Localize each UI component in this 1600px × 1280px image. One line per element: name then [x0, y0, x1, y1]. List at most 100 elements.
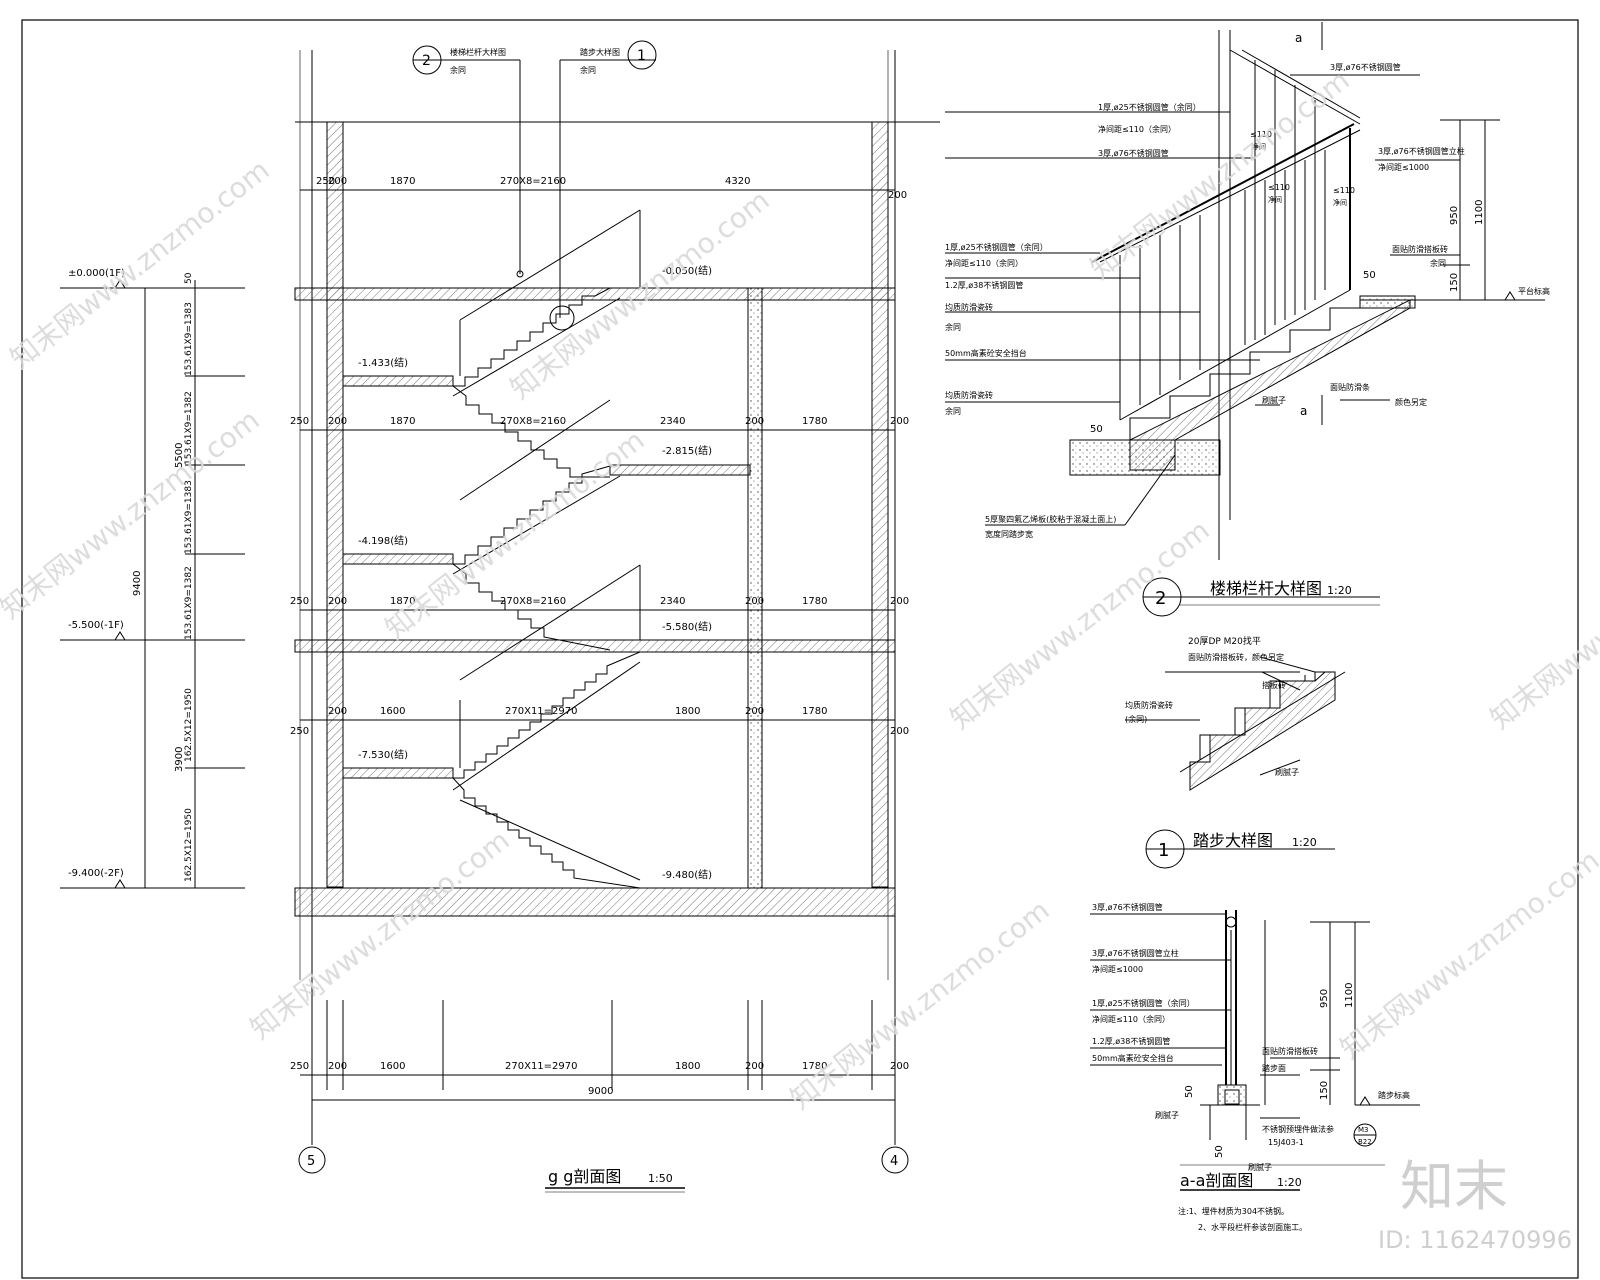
railing-label: 3厚,ø76不锈钢圆管: [1330, 62, 1401, 72]
tread-label: 20厚DP M20找平: [1188, 635, 1261, 647]
callout-2-num: 2: [422, 53, 431, 69]
tread-label: 均质防滑瓷砖: [1125, 700, 1173, 710]
railing-detail-title: 楼梯栏杆大样图: [1210, 579, 1322, 598]
dim-text: 4320: [725, 176, 750, 187]
vertical-dim: 9400: [132, 571, 143, 596]
clear-spacing: 净间: [1252, 142, 1266, 151]
railing-detail-scale: 1:20: [1327, 584, 1352, 597]
dim-text: 50: [1090, 424, 1103, 435]
landing-level: -4.198(结): [358, 534, 408, 547]
level-label: ±0.000(1F): [68, 268, 125, 279]
railing-detail-num: 2: [1155, 588, 1166, 609]
landing-level: -7.530(结): [358, 748, 408, 761]
tread-detail: [1125, 656, 1346, 869]
aa-section-scale: 1:20: [1277, 1176, 1302, 1189]
landing-level: -5.580(结): [662, 620, 712, 633]
railing-label: 1.2厚,ø38不锈钢圆管: [945, 280, 1023, 290]
dim-text: 250: [290, 1061, 309, 1072]
dim-text: 200: [745, 1061, 764, 1072]
watermark-text: 知末网www.znzmo.com: [244, 823, 516, 1045]
dim-text: 2340: [660, 416, 685, 427]
dim-text: 1780: [802, 596, 827, 607]
tread-label: 刷腻子: [1275, 768, 1299, 777]
dim-text: 1870: [390, 596, 415, 607]
tread-label: 搭板砖: [1262, 680, 1286, 690]
clear-spacing: 净间: [1268, 195, 1282, 204]
railing-label: 净间距≤1000: [1378, 162, 1429, 172]
aa-label: 踏步标高: [1378, 1090, 1410, 1100]
railing-label: 1厚,ø25不锈钢圆管（余同）: [1098, 102, 1201, 112]
railing-label: 净间距≤110（余同）: [1098, 124, 1176, 134]
riser-dim: 153.61X9=1382: [184, 566, 194, 640]
watermark-layer: 知末网www.znzmo.com 知末网www.znzmo.com 知末网www…: [0, 63, 1600, 1115]
riser-dim: 162.5X12=1950: [184, 808, 194, 882]
dim-text: 200: [745, 416, 764, 427]
dim-text: 200: [745, 706, 764, 717]
main-section-text: 250 200 1870 270X8=2160 4320 200 250 200…: [68, 40, 909, 1186]
dim-text: 2340: [660, 596, 685, 607]
dim-text: 1780: [802, 416, 827, 427]
aa-label: 面贴防滑搭板砖: [1262, 1046, 1318, 1056]
dim-text: 1100: [1344, 983, 1355, 1008]
aa-label: 踏步面: [1262, 1063, 1286, 1073]
dim-text: 200: [888, 190, 907, 201]
brand-logo: 知末: [1400, 1155, 1508, 1218]
railing-detail-text: a a 3厚,ø76不锈钢圆管 1厚,ø25不锈钢圆管（余同） 净间距≤110（…: [945, 31, 1550, 609]
landing-level: -2.815(结): [662, 444, 712, 457]
dim-text: 200: [890, 416, 909, 427]
railing-label: 面贴防滑条: [1330, 382, 1370, 392]
dim-text: 200: [328, 1061, 347, 1072]
dim-text: 950: [1449, 206, 1460, 225]
dim-text: 1100: [1474, 200, 1485, 225]
ref-code: M3: [1358, 1126, 1369, 1134]
sheet-border: [21, 19, 1579, 1279]
landing-level: -1.433(结): [358, 356, 408, 369]
watermark-text: 知末网www.znzmo.com: [944, 513, 1216, 735]
dim-text: 270X11=2970: [505, 706, 578, 717]
railing-label: 余同: [1430, 258, 1446, 268]
dim-text: 270X11=2970: [505, 1061, 578, 1072]
dim-text: 250: [290, 416, 309, 427]
dim-text: 150: [1449, 273, 1460, 292]
clear-spacing: 净间: [1333, 198, 1347, 207]
landing-level: -0.050(结): [662, 264, 712, 277]
axis-label: 4: [890, 1154, 898, 1169]
riser-dim: 153.61X9=1383: [184, 480, 194, 554]
dim-text: 200: [890, 1061, 909, 1072]
image-id: ID: 1162470996: [1378, 1226, 1572, 1254]
railing-label: 50mm高素砼安全挡台: [945, 348, 1027, 358]
dim-text: 50: [1184, 1085, 1195, 1098]
watermark-text: 知末网www.znzmo.com: [379, 423, 651, 645]
vertical-dim: 3900: [174, 747, 185, 772]
callout-1-sub: 余同: [580, 65, 596, 75]
aa-label: 净间距≤1000: [1092, 964, 1143, 974]
dim-text: 200: [328, 706, 347, 717]
dim-text: 50: [1214, 1145, 1225, 1158]
dim-text: 200: [890, 596, 909, 607]
axis-label: 5: [307, 1154, 315, 1169]
dim-text: 270X8=2160: [500, 176, 566, 187]
aa-label: 1.2厚,ø38不锈钢圆管: [1092, 1036, 1170, 1046]
level-label: -9.400(-2F): [68, 868, 124, 879]
dim-text: 270X8=2160: [500, 596, 566, 607]
dim-text: 1870: [390, 176, 415, 187]
dim-text: 1800: [675, 706, 700, 717]
dim-text: 250: [290, 596, 309, 607]
total-width: 9000: [588, 1086, 613, 1097]
aa-label: 15J403-1: [1268, 1138, 1304, 1147]
tread-detail-title: 踏步大样图: [1193, 831, 1273, 850]
main-section-title: g g剖面图: [548, 1167, 621, 1186]
aa-label: 刷腻子: [1155, 1111, 1179, 1120]
railing-label: 净间距≤110（余同）: [945, 258, 1023, 268]
dim-text: 1800: [675, 1061, 700, 1072]
dim-text: 200: [328, 416, 347, 427]
watermark-text: 知末网www.znzmo.com: [1334, 843, 1600, 1065]
tread-detail-text: 20厚DP M20找平 面贴防滑搭板砖，颜色另定 搭板砖 均质防滑瓷砖 (余同)…: [1125, 635, 1317, 861]
dim-text: 150: [1319, 1081, 1330, 1100]
riser-dim: 153.61X9=1382: [184, 391, 194, 465]
railing-label: 刷腻子: [1262, 396, 1286, 405]
railing-label: 3厚,ø76不锈钢圆管: [1098, 148, 1169, 158]
callout-2-sub: 余同: [450, 65, 466, 75]
callout-1-text: 踏步大样图: [580, 47, 620, 57]
dim-text: 1780: [802, 706, 827, 717]
